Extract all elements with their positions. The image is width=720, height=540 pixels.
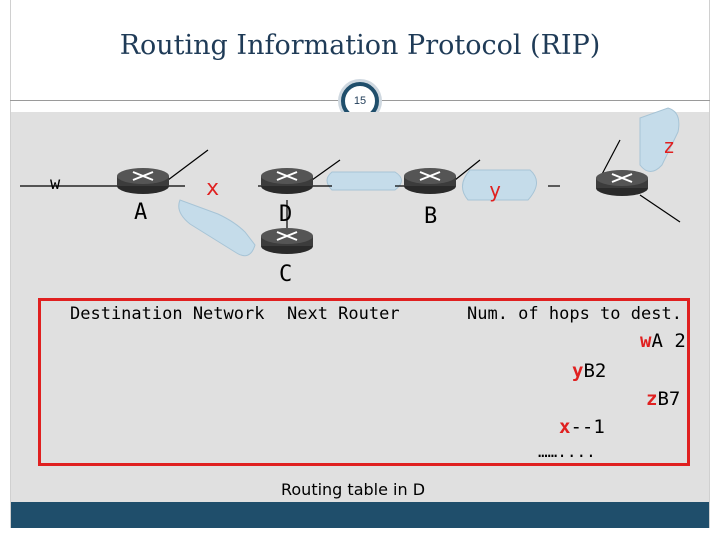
divider-right [382, 100, 710, 101]
network-x-label: x [206, 176, 220, 201]
network-x-cloud [178, 199, 256, 257]
table-row: yB2 [572, 360, 607, 382]
slide-title: Routing Information Protocol (RIP) [119, 30, 601, 61]
slide-frame [10, 0, 710, 528]
link-z-up [599, 139, 621, 179]
footer-bar [11, 502, 709, 528]
routing-table [38, 298, 690, 466]
header-hops: Num. of hops to dest. [467, 304, 682, 324]
link-z-down [639, 194, 681, 223]
link-d-up [311, 159, 341, 181]
router-c-label: C [279, 262, 293, 287]
router-d-label: D [279, 202, 293, 227]
network-z-label: z [663, 134, 676, 158]
table-row: zB7 [646, 388, 681, 410]
network-z-cloud [639, 107, 680, 172]
router-d-icon [261, 168, 313, 194]
router-z-icon [596, 170, 648, 196]
router-a-icon [117, 168, 169, 194]
header-next-router: Next Router [287, 304, 400, 324]
header-destination: Destination Network [70, 304, 265, 324]
table-row: wA 2 [640, 330, 686, 352]
router-c-icon [261, 228, 313, 254]
router-b-icon [404, 168, 456, 194]
network-y-cloud-right [462, 169, 537, 201]
router-b-label: B [424, 204, 438, 229]
router-a-label: A [134, 200, 148, 225]
table-caption: Routing table in D [280, 480, 426, 499]
link-b-up [454, 159, 481, 181]
table-ellipsis: …….... [538, 442, 596, 461]
network-y-cloud-left [326, 171, 402, 191]
network-w-label: w [50, 174, 61, 194]
network-y-label: y [489, 178, 502, 202]
link-a-up [167, 149, 209, 181]
table-row: x--1 [559, 416, 605, 438]
divider-left [10, 100, 340, 101]
